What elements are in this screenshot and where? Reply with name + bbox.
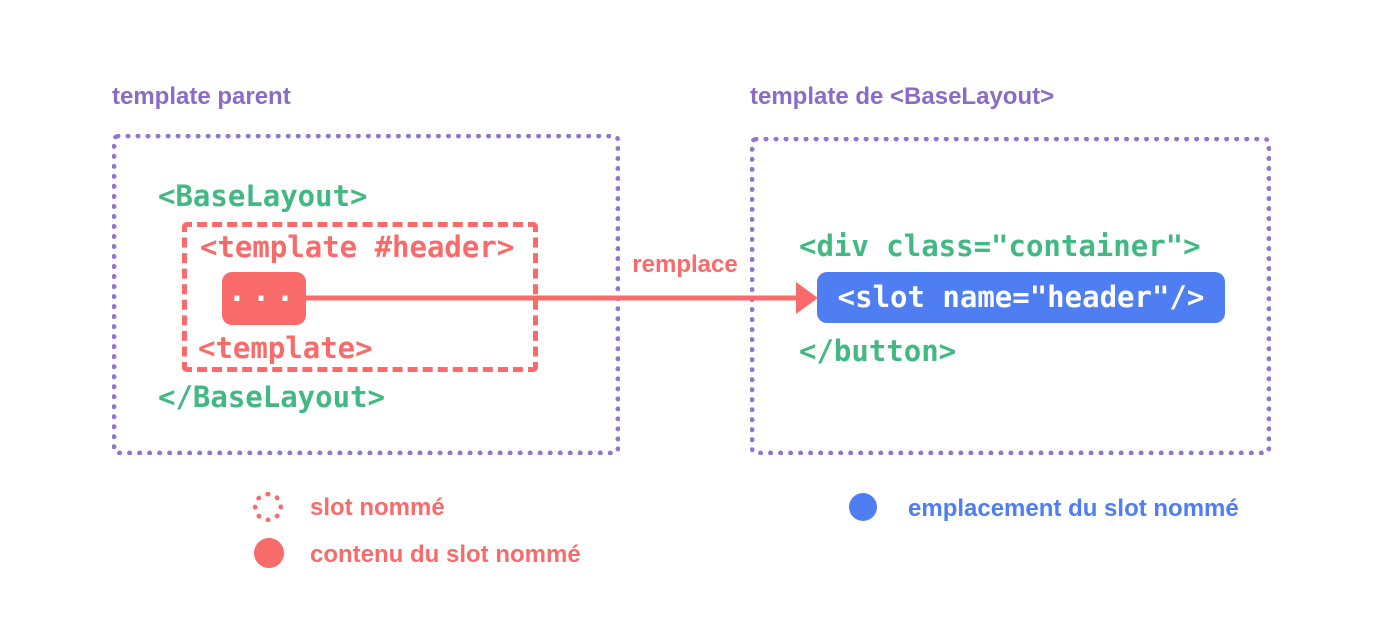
slot-placeholder-pill: <slot name="header"/> [817,272,1225,323]
legend-solid-blue-circle-icon [849,493,877,521]
legend-label-slot-content: contenu du slot nommé [310,541,581,568]
slot-content-pill: ... [222,272,306,325]
baselayout-open-tag: <BaseLayout> [158,179,368,213]
div-container-open-tag: <div class="container"> [799,229,1201,263]
legend-solid-red-circle-icon [254,538,284,568]
left-panel-title: template parent [112,83,291,110]
legend-dashed-red-circle-icon [253,492,283,522]
template-close-tag: <template> [198,331,373,365]
baselayout-close-tag: </BaseLayout> [158,380,385,414]
template-header-open-tag: <template #header> [200,230,515,264]
slot-placeholder-code: <slot name="header"/> [837,280,1205,314]
parent-template-box [112,134,620,455]
button-close-tag: </button> [799,334,957,368]
slot-content-ellipsis: ... [227,273,301,309]
right-panel-title: template de <BaseLayout> [750,83,1055,110]
replace-arrow-label: remplace [632,251,738,278]
legend-label-named-slot: slot nommé [310,494,445,521]
legend-label-slot-outlet: emplacement du slot nommé [908,495,1239,522]
